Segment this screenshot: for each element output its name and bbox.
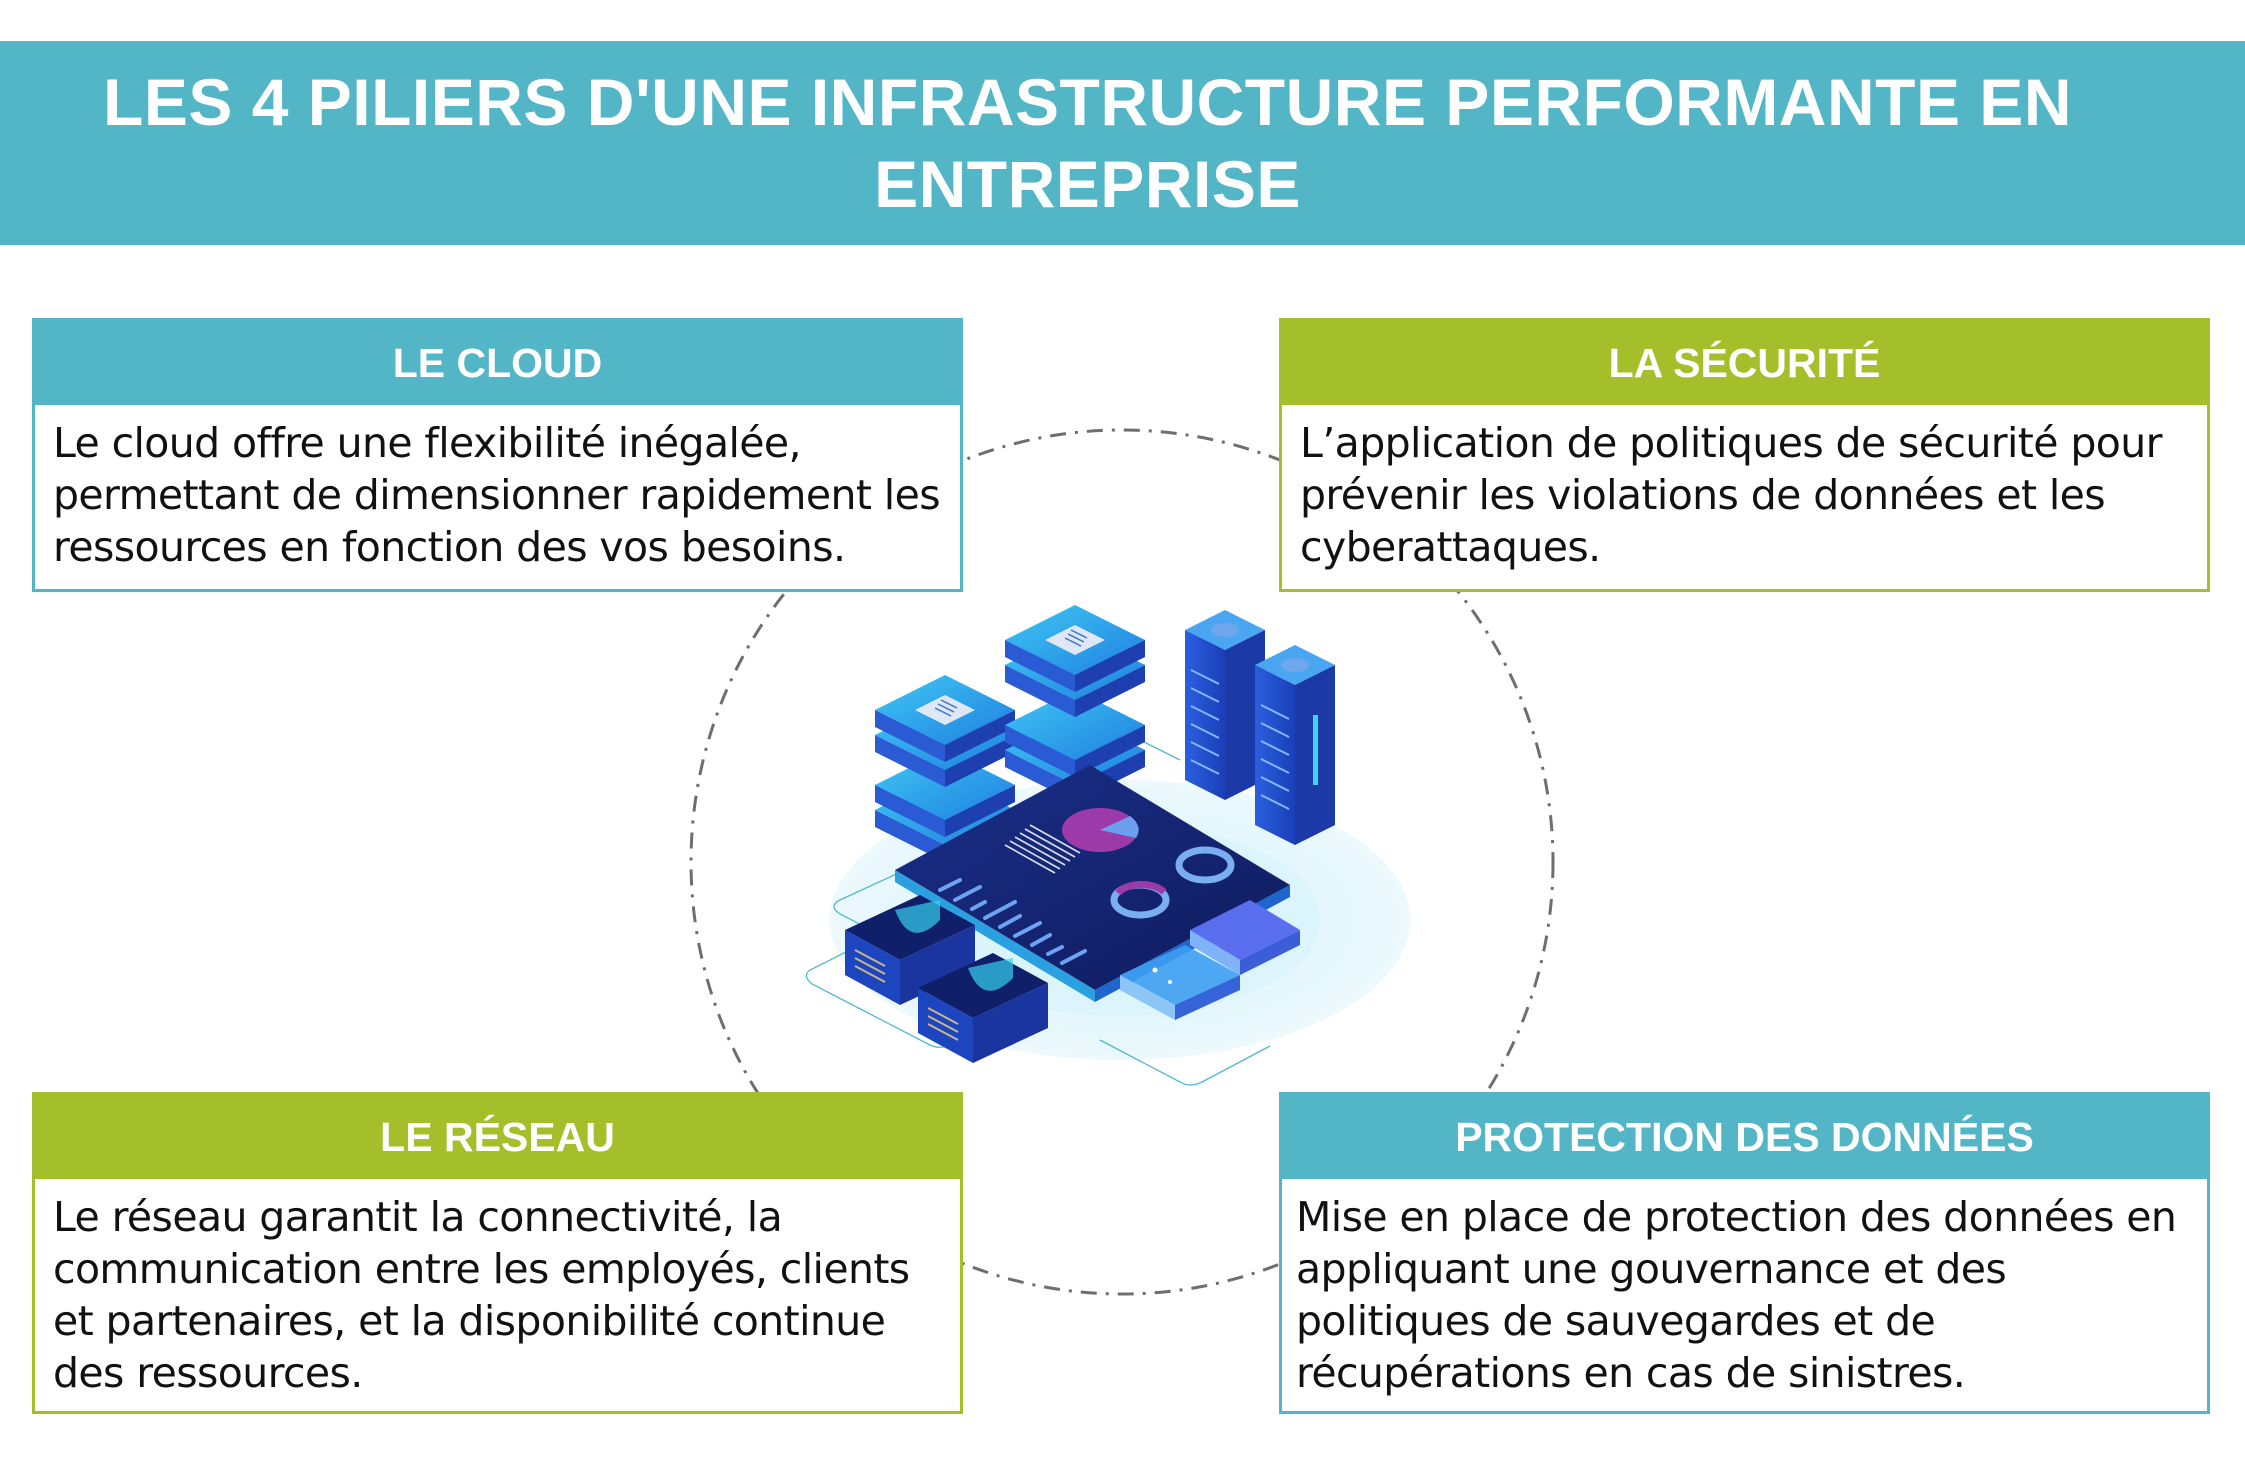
- storage-tray-1: [1190, 900, 1300, 975]
- server-towers: [1185, 610, 1335, 845]
- pillar-card-cloud: LE CLOUD Le cloud offre une flexibilité …: [32, 318, 963, 592]
- pillar-card-network: LE RÉSEAU Le réseau garantit la connecti…: [32, 1092, 963, 1414]
- stripes-block: [1004, 824, 1081, 874]
- pillar-card-text: Le cloud offre une flexibilité inégalée,…: [53, 419, 941, 571]
- data-center-illustration: [805, 605, 1410, 1086]
- pillar-card-security: LA SÉCURITÉ L’application de politiques …: [1279, 318, 2210, 592]
- network-box-1: [845, 895, 975, 1005]
- server-stack-middle: [1005, 605, 1145, 802]
- pillar-card-title: LE RÉSEAU: [35, 1095, 960, 1179]
- ring-path: [689, 428, 1555, 1296]
- network-box-2: [918, 953, 1048, 1063]
- storage-tray-2: [1120, 945, 1240, 1020]
- title-banner: LES 4 PILIERS D'UNE INFRASTRUCTURE PERFO…: [0, 41, 2245, 245]
- pillar-card-text: L’application de politiques de sécurité …: [1300, 419, 2162, 571]
- pillar-card-data-protection: PROTECTION DES DONNÉES Mise en place de …: [1279, 1092, 2210, 1414]
- pillar-card-title: LA SÉCURITÉ: [1282, 321, 2207, 405]
- pillar-card-title: LE CLOUD: [35, 321, 960, 405]
- pillar-card-title: PROTECTION DES DONNÉES: [1282, 1095, 2207, 1179]
- donut-chart-icon: [1175, 846, 1235, 884]
- pillar-card-text: Mise en place de protection des données …: [1296, 1193, 2177, 1397]
- pillar-card-text: Le réseau garantit la connectivité, la c…: [53, 1193, 910, 1397]
- page-title: LES 4 PILIERS D'UNE INFRASTRUCTURE PERFO…: [103, 65, 2072, 221]
- bar-lines: [938, 878, 1087, 965]
